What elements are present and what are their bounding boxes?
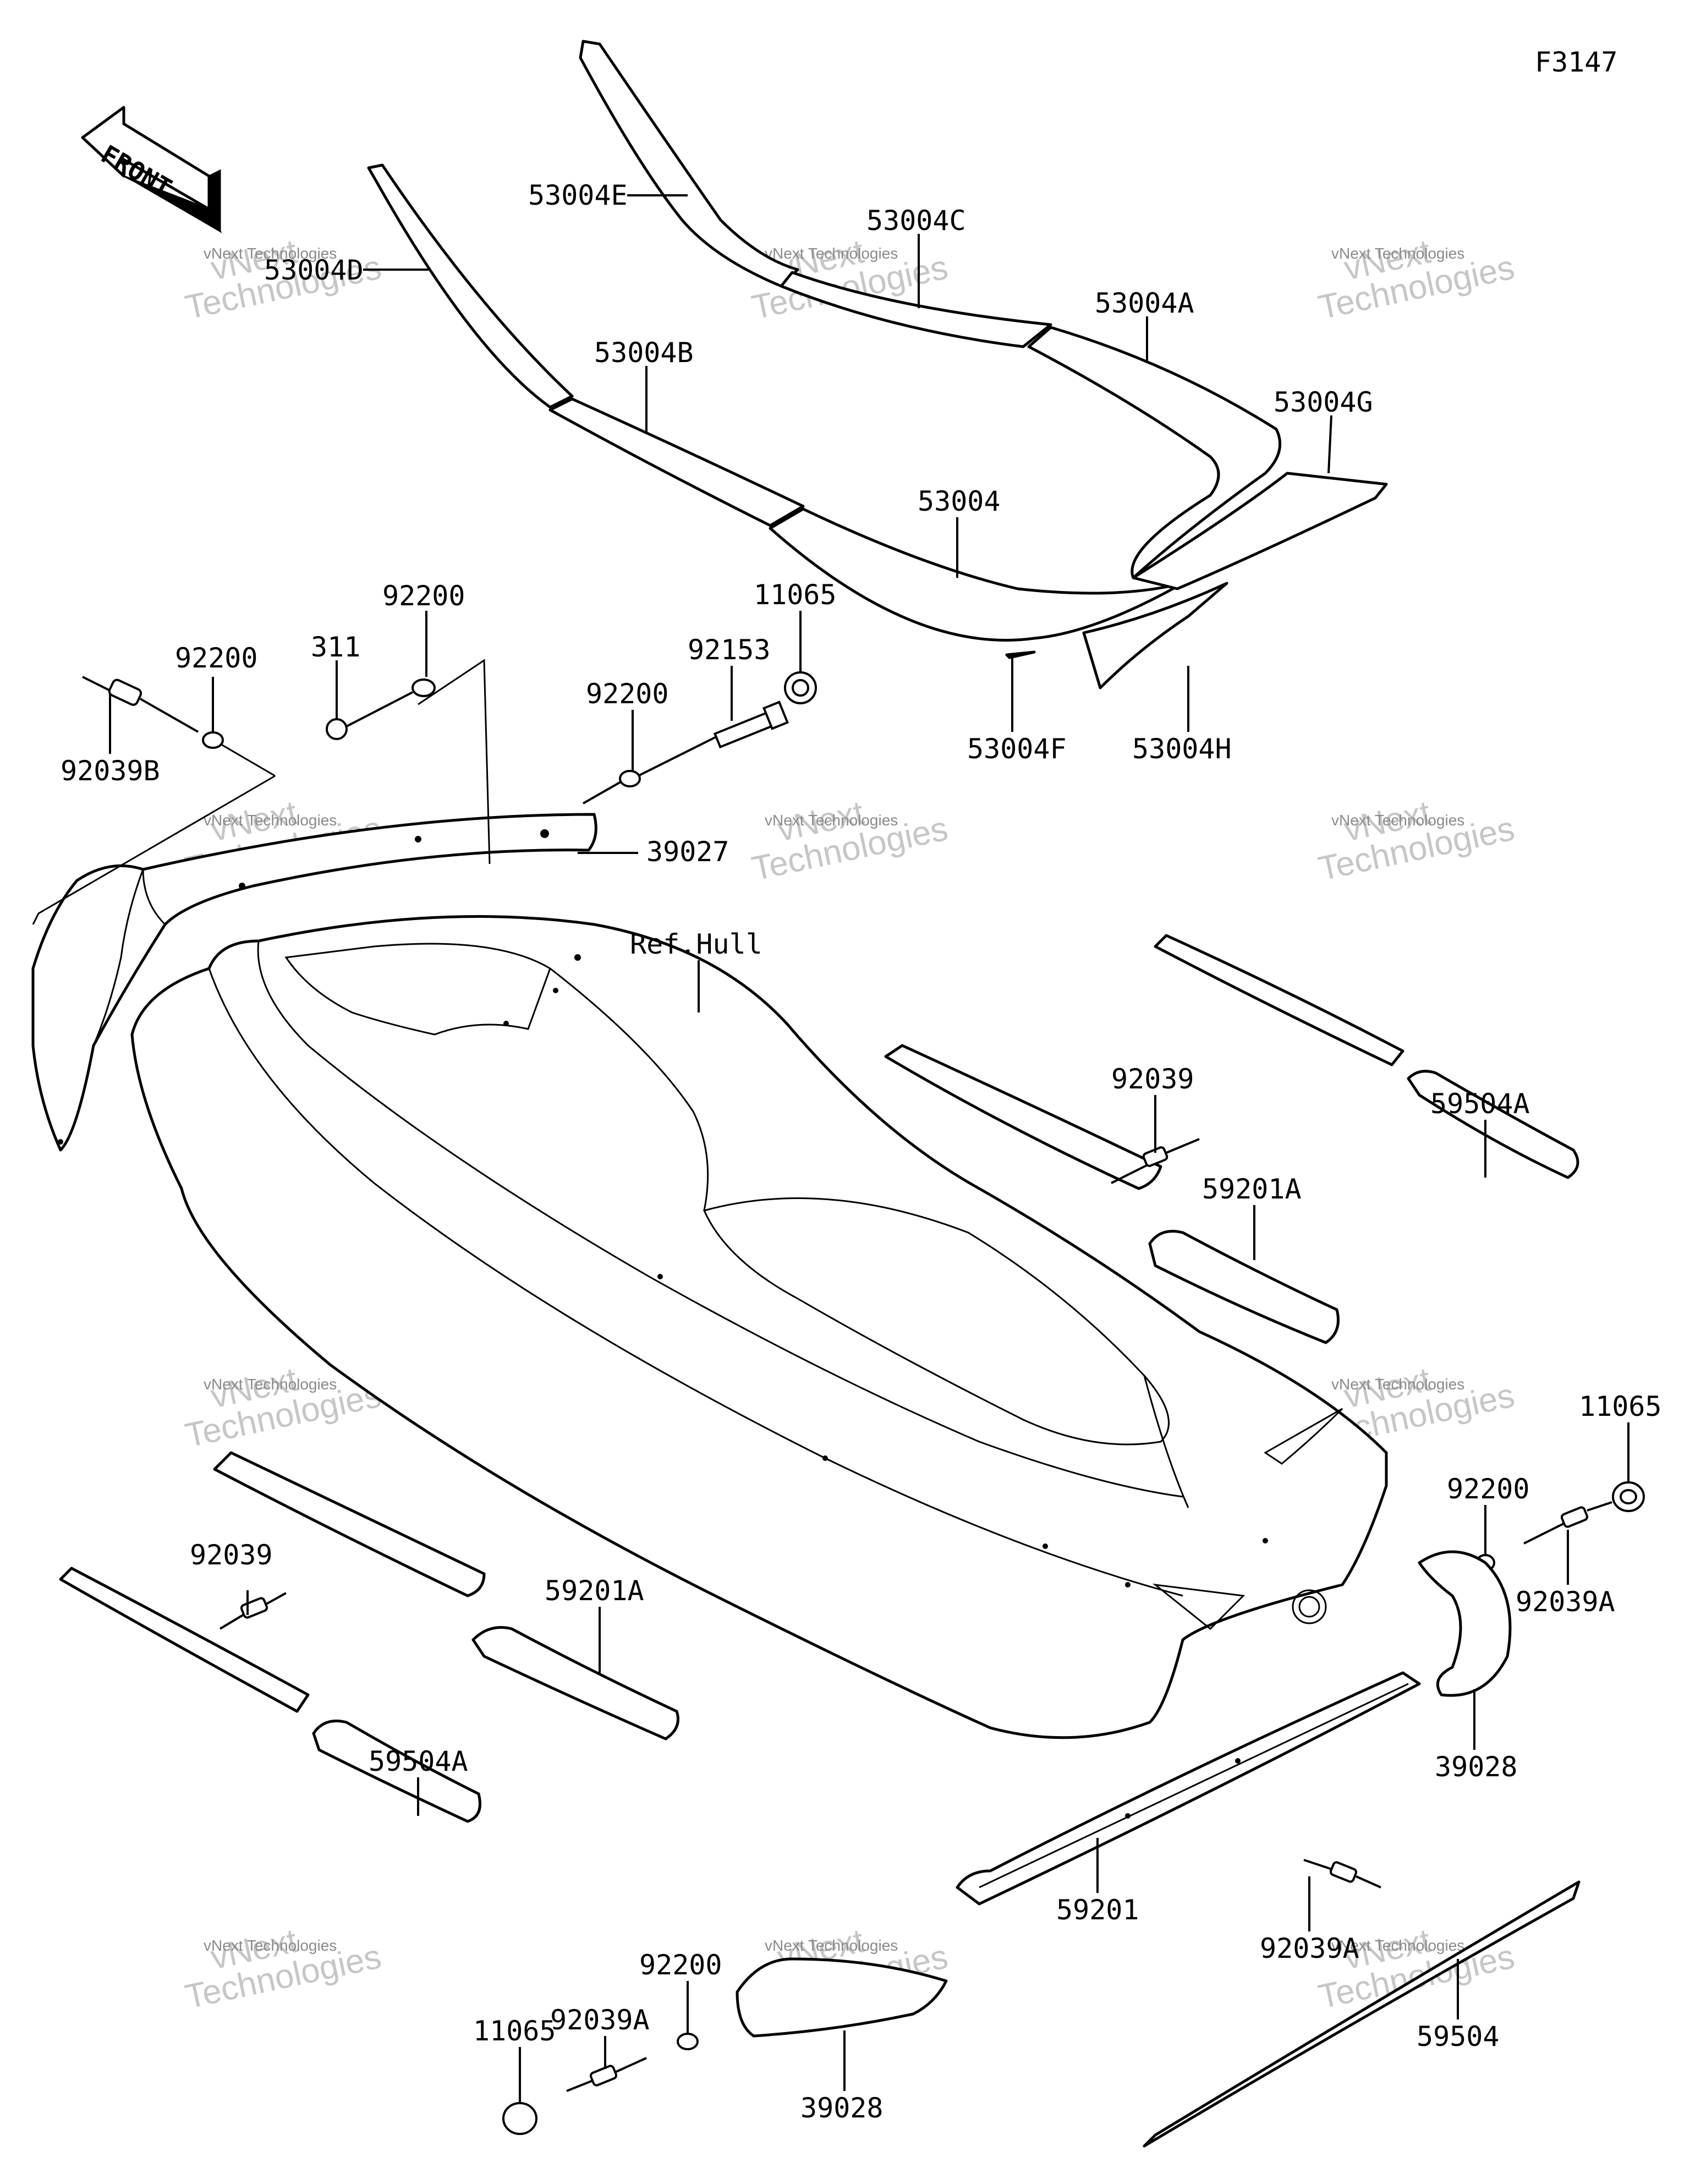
cap-11065-a[interactable] — [784, 671, 817, 704]
strip-59504A-b[interactable] — [312, 1720, 481, 1823]
callout-92039-b: 92039 — [190, 1539, 273, 1571]
callout-39028-b: 39028 — [800, 2092, 884, 2124]
bolt-92153[interactable] — [713, 700, 789, 749]
bolt-92039B[interactable] — [82, 676, 199, 733]
rivet-92039A-a[interactable] — [1523, 1501, 1612, 1545]
callout-53004B: 53004B — [594, 337, 694, 369]
watermark-text: vNext Technologies — [204, 245, 337, 262]
callout-92039B: 92039B — [61, 755, 160, 787]
strip-59504A-b-upper[interactable] — [59, 1567, 310, 1713]
watermark-text: vNext Technologies — [765, 812, 898, 829]
rivet-92039A-c[interactable] — [566, 2057, 647, 2092]
callout-53004H: 53004H — [1132, 733, 1232, 765]
callout-53004F: 53004F — [967, 733, 1067, 765]
callout-92039A-b: 92039A — [1260, 1933, 1359, 1964]
rear-bumper-39027[interactable] — [31, 813, 597, 1152]
mat-53004B[interactable] — [548, 397, 805, 527]
bracket-39028-a[interactable] — [1418, 1550, 1512, 1697]
callout-53004: 53004 — [918, 485, 1001, 517]
washer-92200-a[interactable] — [202, 731, 224, 749]
callout-39027: 39027 — [646, 836, 729, 868]
callout-53004D: 53004D — [264, 254, 364, 286]
callout-59504: 59504 — [1417, 2021, 1500, 2052]
strip-59504A-a-lower[interactable] — [1407, 1070, 1579, 1179]
watermark-text: vNext Technologies — [1331, 1376, 1464, 1393]
cap-11065-c[interactable] — [502, 2102, 537, 2135]
callout-59504A-b: 59504A — [369, 1745, 468, 1777]
figure-code: F3147 — [1535, 46, 1618, 78]
rivet-92039-b[interactable] — [219, 1592, 287, 1630]
callout-11065-c: 11065 — [473, 2015, 556, 2047]
callout-92200-c: 92200 — [586, 678, 669, 710]
callout-311: 311 — [311, 631, 360, 663]
bracket-39028-b[interactable] — [736, 1957, 948, 2038]
hardware-lower-left — [502, 1957, 948, 2135]
strip-59201A-b[interactable] — [471, 1626, 679, 1740]
strip-59504A-a[interactable] — [1154, 934, 1404, 1066]
strip-59504[interactable] — [1143, 1880, 1581, 2148]
washer-92200-b[interactable] — [411, 678, 436, 697]
mat-53004-rear[interactable] — [1132, 472, 1388, 590]
strip-59201A-a-upper[interactable] — [884, 1044, 1162, 1190]
callout-92153: 92153 — [688, 634, 771, 666]
callout-59201: 59201 — [1056, 1894, 1139, 1926]
hardware-group — [82, 671, 817, 804]
callout-53004E: 53004E — [528, 179, 628, 211]
callout-53004C: 53004C — [866, 205, 966, 237]
mat-53004F[interactable] — [1005, 650, 1036, 659]
callout-59201A-b: 59201A — [545, 1575, 644, 1607]
nut-311[interactable] — [326, 718, 348, 740]
deck-mat-group — [367, 40, 1388, 689]
washer-92200-c[interactable] — [619, 770, 641, 787]
mat-53004H[interactable] — [1082, 582, 1228, 689]
hardware-right — [1418, 1481, 1645, 1697]
strip-59201A-b-upper[interactable] — [213, 1451, 486, 1597]
leader-lines — [109, 194, 1629, 2103]
callout-92200-e: 92200 — [639, 1949, 722, 1981]
mat-53004[interactable] — [769, 507, 1184, 642]
callout-39028-a: 39028 — [1435, 1751, 1518, 1783]
watermark-text: vNext Technologies — [1331, 245, 1464, 262]
callout-92039-a: 92039 — [1111, 1063, 1194, 1095]
rail-strips-right — [884, 934, 1579, 1344]
watermark-text: vNext Technologies — [765, 245, 898, 262]
watermark-text: vNext Technologies — [204, 1937, 337, 1954]
callout-92200-a: 92200 — [382, 580, 465, 612]
front-direction-arrow-icon: FRONT — [81, 106, 222, 233]
strip-59201A-a[interactable] — [1148, 1230, 1340, 1344]
watermark-text: vNext Technologies — [765, 1937, 898, 1954]
hull-ref — [130, 915, 1388, 1739]
callout-11065-a: 11065 — [754, 579, 837, 611]
cap-11065-b[interactable] — [1612, 1481, 1645, 1512]
watermark-text: vNext Technologies — [1331, 812, 1464, 829]
callout-labels: 53004E 53004D 53004C 53004A 53004B 53004… — [61, 179, 1662, 2124]
rivet-92039A-b[interactable] — [1303, 1859, 1381, 1889]
watermark-text: vNext Technologies — [1331, 1937, 1464, 1954]
callout-refhull: Ref.Hull — [630, 928, 762, 960]
callout-92039A-a: 92039A — [1516, 1586, 1615, 1618]
callout-53004A: 53004A — [1095, 287, 1194, 319]
callout-59201A-a: 59201A — [1202, 1173, 1302, 1205]
mat-53004C[interactable] — [780, 271, 1052, 348]
watermark-text: vNext Technologies — [204, 1376, 337, 1393]
callout-92039A-c: 92039A — [550, 2004, 650, 2036]
watermark-text: vNext Technologies — [204, 812, 337, 829]
callout-59504A-a: 59504A — [1430, 1088, 1530, 1120]
callout-53004G: 53004G — [1274, 386, 1373, 418]
washer-92200-e[interactable] — [677, 2033, 699, 2050]
callout-92200-d: 92200 — [1447, 1473, 1530, 1505]
rail-59201[interactable] — [956, 1671, 1421, 1906]
callout-92200-b: 92200 — [175, 642, 258, 674]
rivet-92039-a[interactable] — [1111, 1138, 1200, 1184]
mat-53004D[interactable] — [367, 163, 574, 409]
callout-11065-b: 11065 — [1579, 1391, 1662, 1422]
mat-53004A[interactable] — [1027, 326, 1282, 579]
